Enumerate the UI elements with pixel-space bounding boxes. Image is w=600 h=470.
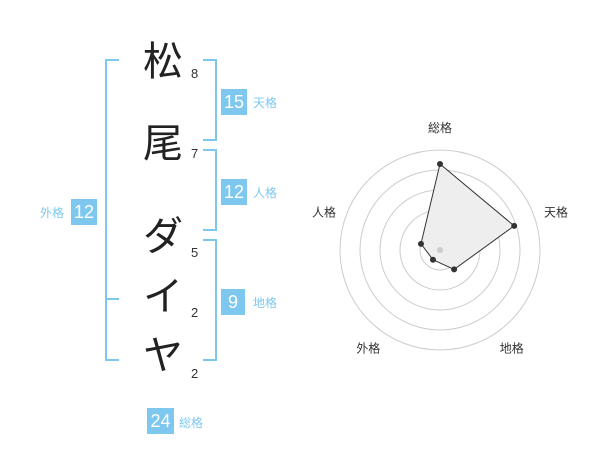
- gaikaku-bracket: [105, 59, 119, 361]
- soukaku-label: 総格: [179, 416, 204, 430]
- tenkaku-label: 天格: [253, 96, 278, 110]
- tenkaku-bracket: [203, 59, 217, 141]
- radar-axis-label: 総格: [428, 120, 452, 135]
- radar-axis-label: 人格: [312, 204, 336, 219]
- name-char-2: 尾: [143, 121, 183, 167]
- stroke-count-3: 5: [191, 245, 199, 260]
- stroke-count-1: 8: [191, 66, 199, 81]
- name-char-5: ヤ: [143, 333, 183, 379]
- jinkaku-value: 12: [221, 179, 247, 205]
- chikaku-value: 9: [221, 289, 245, 315]
- stroke-count-5: 2: [191, 366, 199, 381]
- soukaku-value: 24: [147, 408, 174, 434]
- radar-ring: [339, 149, 541, 351]
- radar-axis-label: 天格: [544, 204, 568, 219]
- jinkaku-label: 人格: [253, 186, 278, 200]
- chikaku-label: 地格: [253, 296, 278, 310]
- radar-center-dot: [437, 247, 443, 253]
- jinkaku-bracket: [203, 149, 217, 231]
- radar-axis-label: 地格: [500, 341, 524, 356]
- radar-point: [429, 256, 436, 263]
- radar-polygon: [420, 163, 515, 270]
- radar-point: [511, 222, 518, 229]
- radar-point: [417, 240, 424, 247]
- tenkaku-value: 15: [221, 89, 247, 115]
- gaikaku-divider: [105, 298, 119, 300]
- name-char-4: イ: [143, 274, 183, 320]
- radar-axis-label: 外格: [356, 341, 380, 356]
- radar-point: [437, 161, 443, 167]
- stroke-count-4: 2: [191, 305, 199, 320]
- gaikaku-value: 12: [71, 199, 97, 225]
- name-char-3: ダ: [143, 214, 183, 260]
- name-char-1: 松: [143, 39, 183, 85]
- stroke-count-2: 7: [191, 146, 199, 161]
- radar-point: [451, 266, 458, 273]
- chikaku-bracket: [203, 239, 217, 361]
- gaikaku-label: 外格: [40, 206, 65, 220]
